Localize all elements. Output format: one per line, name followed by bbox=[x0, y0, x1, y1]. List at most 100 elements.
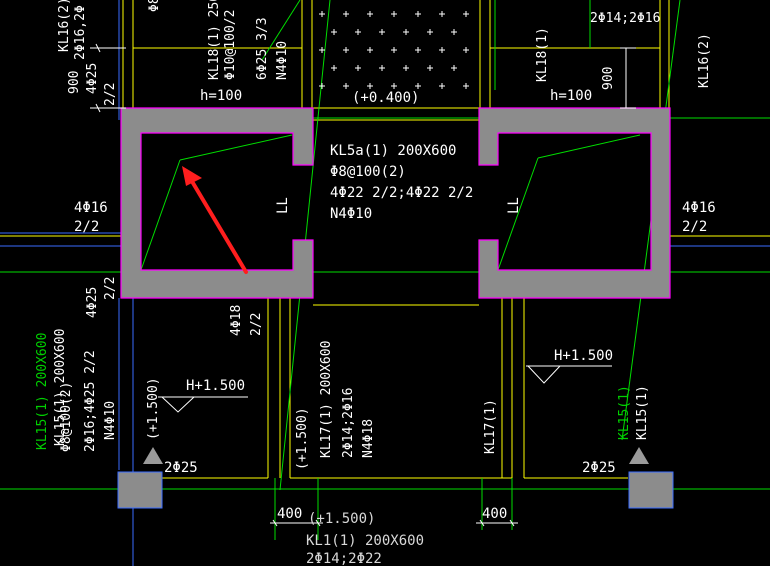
hatch-mark bbox=[415, 83, 421, 89]
label-left-h: h=100 bbox=[200, 88, 242, 104]
label-kl15-right-white: KL15(1) bbox=[635, 385, 650, 440]
dimension-900-left bbox=[90, 43, 126, 113]
label-kl15-green: KL15(1) 200X600 bbox=[35, 333, 50, 450]
label-kl15-stirrup: Φ8@100(2) bbox=[59, 382, 74, 452]
hatch-mark bbox=[463, 11, 469, 17]
label-kl5a-name: KL5a(1) 200X600 bbox=[330, 143, 456, 159]
label-dim-400-left: 400 bbox=[277, 506, 302, 522]
label-ll-left: LL bbox=[275, 197, 291, 214]
label-l-4phi25-split: 2/2 bbox=[103, 277, 118, 300]
hatch-mark bbox=[415, 11, 421, 17]
dimension-900-right bbox=[620, 47, 636, 109]
hatch-mark bbox=[403, 29, 409, 35]
hatch-mark bbox=[439, 47, 445, 53]
hatch-mark bbox=[391, 83, 397, 89]
hatch-mark bbox=[451, 65, 457, 71]
hatch-mark bbox=[319, 83, 325, 89]
hatch-mark bbox=[391, 11, 397, 17]
hatch-mark bbox=[403, 65, 409, 71]
hatch-mark bbox=[355, 65, 361, 71]
level-symbol-left bbox=[158, 396, 248, 413]
label-kl5a-stirrup: Φ8@100(2) bbox=[330, 164, 406, 180]
label-dim-400-right: 400 bbox=[482, 506, 507, 522]
hatch-mark bbox=[391, 47, 397, 53]
label-right-2phi25: 2Φ25 bbox=[582, 460, 616, 476]
label-tr-rebar: 2Φ14;2Φ16 bbox=[590, 11, 660, 26]
label-left-2phi25: 2Φ25 bbox=[164, 460, 198, 476]
hatch-mark bbox=[367, 47, 373, 53]
hatch-mark bbox=[355, 29, 361, 35]
hatch-mark bbox=[319, 47, 325, 53]
label-kl5a-n: N4Φ10 bbox=[330, 206, 372, 222]
label-kl15-n: N4Φ10 bbox=[103, 401, 118, 440]
hatch-mark bbox=[439, 83, 445, 89]
label-tl-dim-split: 2/2 bbox=[103, 83, 118, 106]
hatch-mark bbox=[379, 29, 385, 35]
bottom-column-right bbox=[628, 471, 674, 509]
label-kl17-right: KL17(1) bbox=[483, 399, 498, 454]
label-kl15-rebar: 2Φ16;4Φ25 2/2 bbox=[83, 350, 98, 452]
dimension-400-right bbox=[476, 519, 518, 527]
label-top-beam-partial: Φ8 bbox=[147, 0, 162, 12]
label-kl15-white: KL15(1) 200X600 bbox=[53, 329, 68, 446]
annotation-text: KL16(2) 2Φ16,2Φ 900 4Φ25 2/2 Φ8 KL18(1) … bbox=[35, 0, 716, 566]
label-bottom-rebar: 2Φ14;2Φ22 bbox=[306, 551, 382, 566]
hatch-mark bbox=[451, 29, 457, 35]
label-ll-right: LL bbox=[506, 197, 522, 214]
label-kl15-right-green: KL15(1) bbox=[617, 385, 632, 440]
hatch-mark bbox=[379, 65, 385, 71]
hatch-mark bbox=[331, 29, 337, 35]
label-kl17-rebar: 2Φ14;2Φ16 bbox=[341, 388, 356, 458]
hatch-mark bbox=[439, 11, 445, 17]
hatch-mark bbox=[343, 83, 349, 89]
label-left-4phi16: 4Φ16 bbox=[74, 200, 108, 216]
wall-column-left bbox=[120, 107, 314, 299]
label-right-hplus: H+1.500 bbox=[554, 348, 613, 364]
label-top-beam-side: 6Φ25 3/3 bbox=[255, 17, 270, 80]
label-mid-split: 2/2 bbox=[249, 313, 264, 336]
label-kl17-n: N4Φ18 bbox=[361, 419, 376, 458]
label-left-elev: (+1.500) bbox=[146, 377, 161, 440]
label-tr-dim: 900 bbox=[601, 67, 616, 90]
label-kl17-name: KL17(1) 200X600 bbox=[319, 341, 334, 458]
label-l-4phi25: 4Φ25 bbox=[85, 287, 100, 318]
bottom-column-left bbox=[117, 471, 163, 509]
hatch-mark bbox=[367, 11, 373, 17]
label-top-beam-n: N4Φ10 bbox=[275, 41, 290, 80]
label-right-4phi16: 4Φ16 bbox=[682, 200, 716, 216]
level-symbol-right bbox=[526, 365, 612, 384]
label-tl-dim-rebar: 4Φ25 bbox=[85, 63, 100, 94]
dimension-400-left bbox=[270, 519, 323, 527]
hatch-mark bbox=[367, 83, 373, 89]
label-tr-beam: KL18(1) bbox=[535, 27, 550, 82]
label-bottom-elev: (+1.500) bbox=[308, 511, 375, 527]
label-elevation-top: (+0.400) bbox=[352, 90, 419, 106]
hatch-mark bbox=[427, 65, 433, 71]
label-left-hplus: H+1.500 bbox=[186, 378, 245, 394]
label-right-split: 2/2 bbox=[682, 219, 707, 235]
hatch-mark bbox=[319, 11, 325, 17]
label-kl5a-rebar: 4Φ22 2/2;4Φ22 2/2 bbox=[330, 185, 473, 201]
slab-hatch bbox=[319, 11, 469, 89]
label-tl-rebar: 2Φ16,2Φ bbox=[73, 5, 88, 60]
label-mid-4phi18: 4Φ18 bbox=[229, 305, 244, 336]
hatch-mark bbox=[343, 47, 349, 53]
label-right-h: h=100 bbox=[550, 88, 592, 104]
label-kl17-elev: (+1.500) bbox=[295, 407, 310, 470]
hatch-mark bbox=[463, 83, 469, 89]
label-tl-dim: 900 bbox=[67, 71, 82, 94]
hatch-mark bbox=[427, 29, 433, 35]
label-left-split: 2/2 bbox=[74, 219, 99, 235]
wall-column-right bbox=[478, 107, 671, 299]
elevation-marker-right bbox=[629, 447, 649, 464]
label-top-beam-stirrup: Φ10@100/2 bbox=[223, 10, 238, 80]
hatch-mark bbox=[331, 65, 337, 71]
hatch-mark bbox=[343, 11, 349, 17]
elevation-marker-left bbox=[143, 447, 163, 464]
label-top-beam-name: KL18(1) 250 bbox=[207, 0, 222, 80]
label-tr-kl16: KL16(2) bbox=[697, 33, 712, 88]
hatch-mark bbox=[415, 47, 421, 53]
red-arrow-pointer bbox=[182, 166, 248, 274]
